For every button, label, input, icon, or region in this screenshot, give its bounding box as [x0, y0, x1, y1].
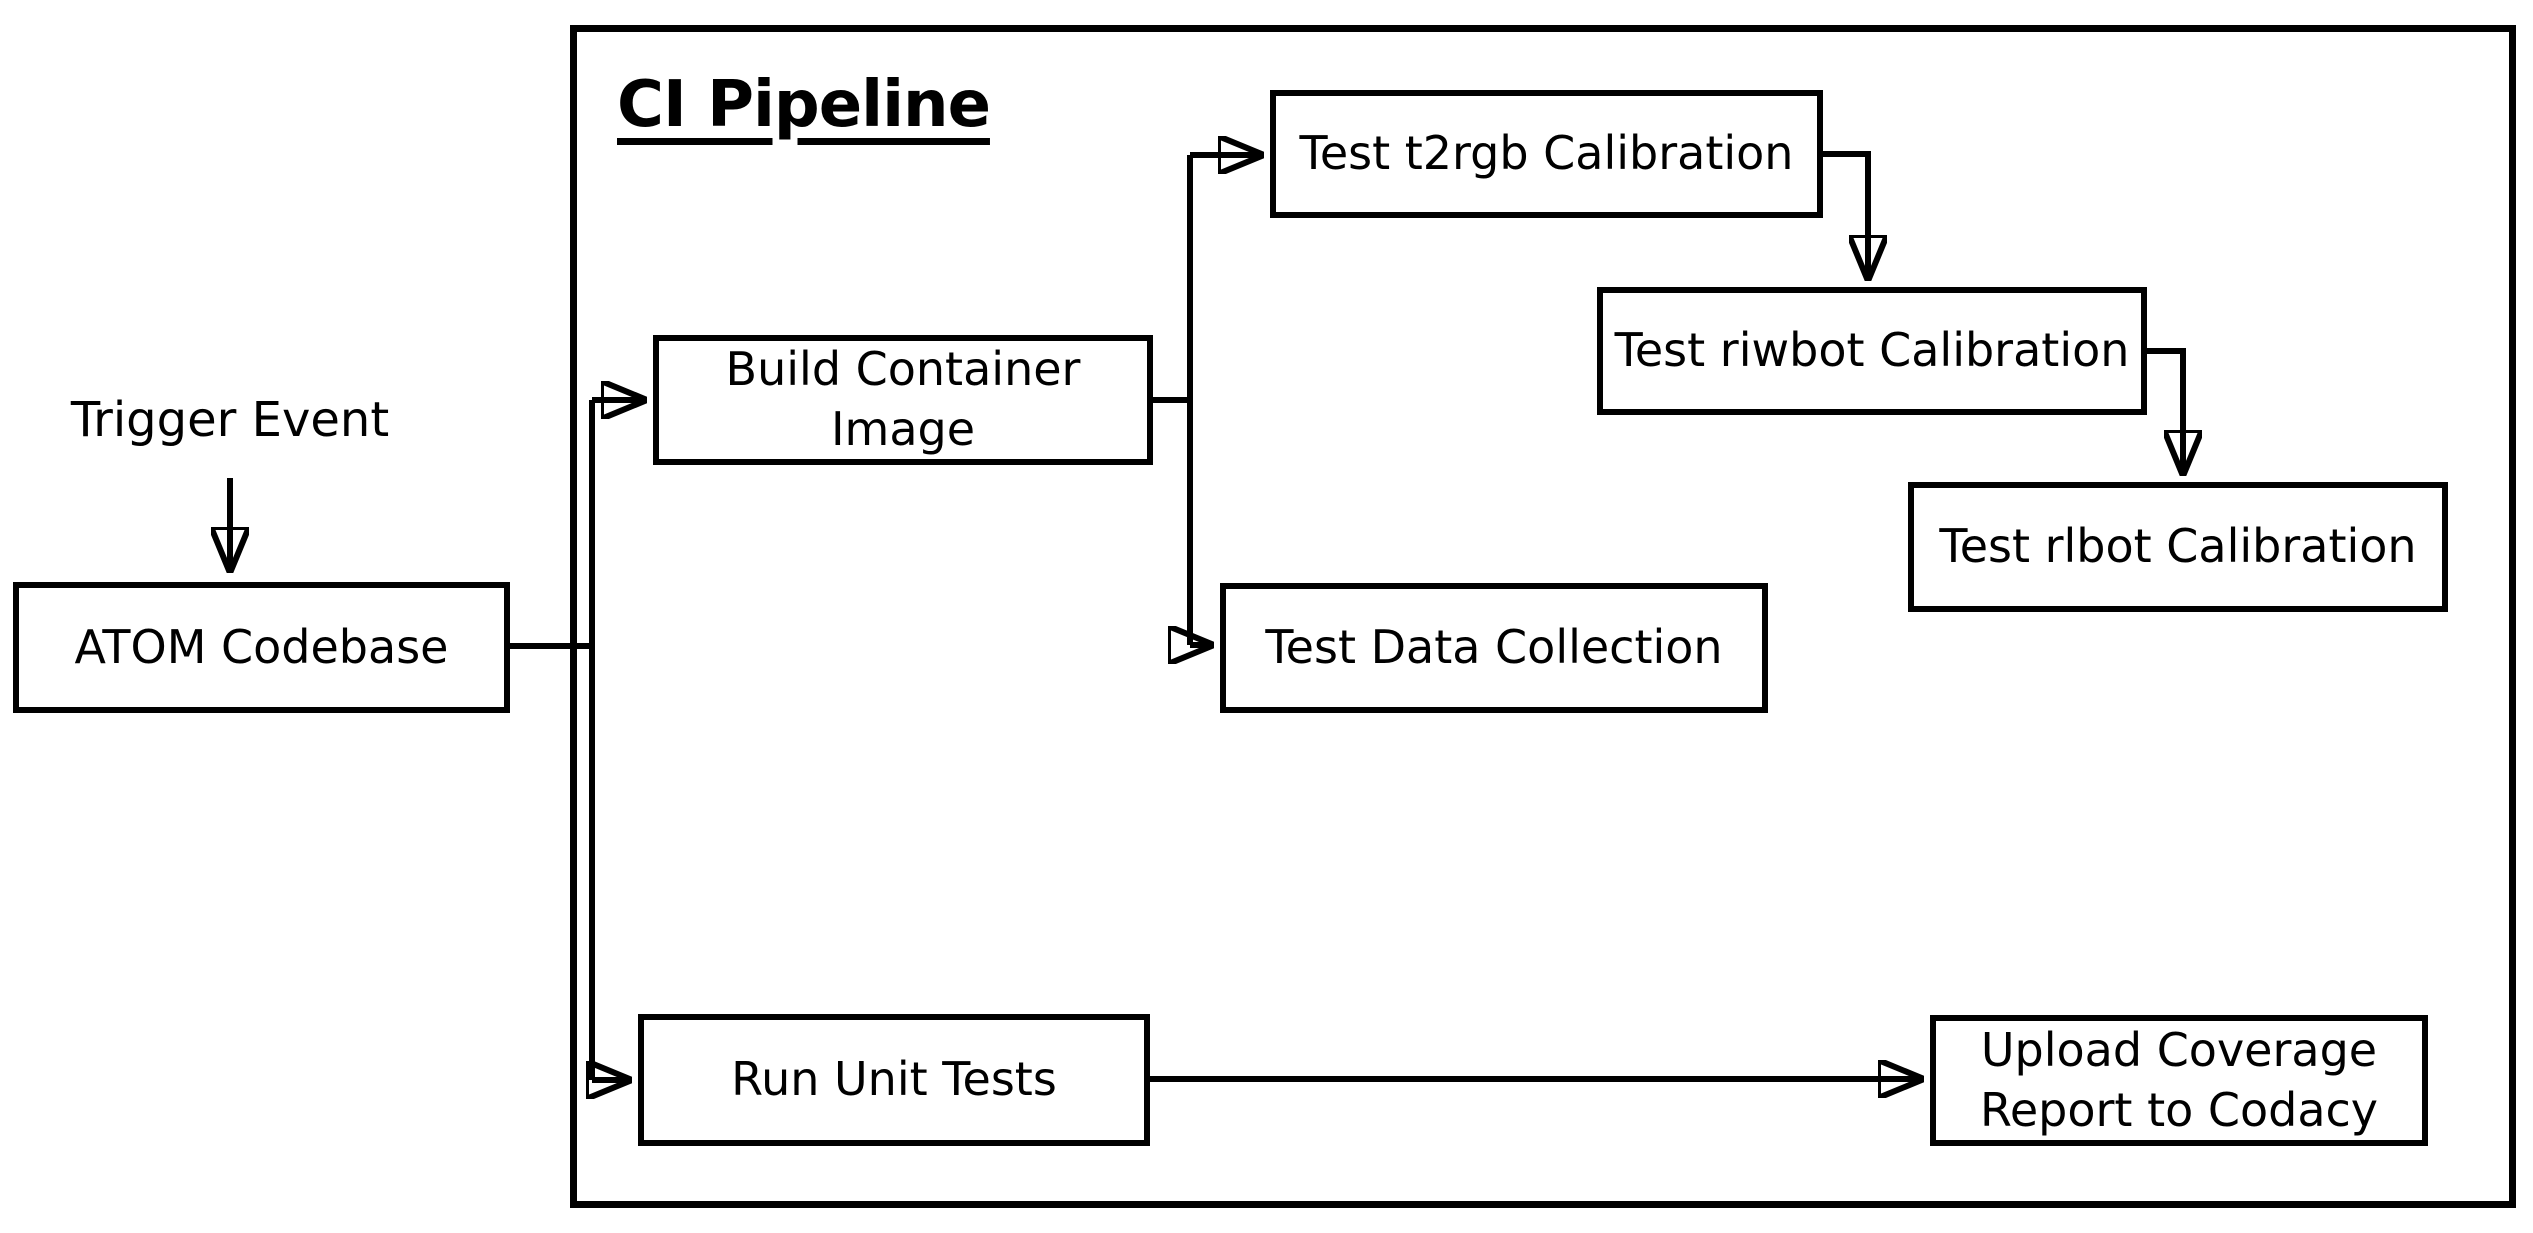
node-build-container-image: Build Container Image [653, 335, 1153, 465]
node-test-rlbot-calibration: Test rlbot Calibration [1908, 482, 2448, 612]
trigger-event-label: Trigger Event [70, 392, 390, 448]
node-test-t2rgb-calibration: Test t2rgb Calibration [1270, 90, 1823, 218]
node-run-unit-tests: Run Unit Tests [638, 1014, 1150, 1146]
node-test-data-collection: Test Data Collection [1220, 583, 1768, 713]
node-test-riwbot-calibration: Test riwbot Calibration [1597, 287, 2147, 415]
edge-riwbot-to-rlbot [2147, 348, 2183, 475]
ci-pipeline-container [570, 25, 2516, 1208]
node-atom-codebase: ATOM Codebase [13, 582, 510, 713]
node-upload-coverage-report: Upload Coverage Report to Codacy [1930, 1015, 2428, 1146]
edge-t2rgb-to-riwbot [1823, 151, 1868, 280]
ci-pipeline-title: CI Pipeline [617, 68, 991, 142]
